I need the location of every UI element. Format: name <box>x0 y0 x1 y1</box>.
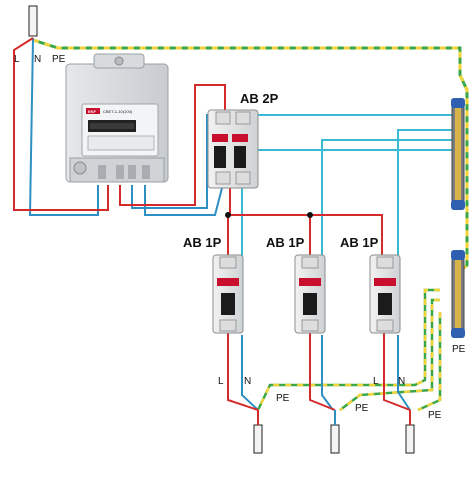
out1-pe-label: PE <box>276 393 290 404</box>
phase-wires <box>13 37 411 411</box>
outlet-cable-2 <box>330 424 340 454</box>
branch-breaker-1-label: AB 1P <box>183 235 222 250</box>
out3-n-label: N <box>398 376 405 387</box>
feed-l-label: L <box>14 54 20 65</box>
meter-model: CBET-1-10(100) <box>103 109 133 114</box>
branch-breaker-1 <box>212 254 244 334</box>
branch-breaker-3 <box>369 254 401 334</box>
out1-l-label: L <box>218 376 224 387</box>
outlet-cable-3 <box>405 424 415 454</box>
feed-cable <box>28 5 38 37</box>
outlet-cable-1 <box>253 424 263 454</box>
main-breaker-label: AB 2P <box>240 91 279 106</box>
out3-pe-label: PE <box>428 410 442 421</box>
pe-wires <box>32 38 469 412</box>
branch-breaker-3-label: AB 1P <box>340 235 379 250</box>
meter-brand: EKF <box>88 109 97 114</box>
out2-pe-label: PE <box>355 403 369 414</box>
feed-n-label: N <box>34 54 41 65</box>
meter-brand-badge <box>86 108 100 114</box>
feed-pe-label: PE <box>52 54 66 65</box>
branch-breaker-2 <box>294 254 326 334</box>
main-breaker-2p <box>207 109 259 189</box>
junction-dot <box>225 212 231 218</box>
outlet-wires-to-cable <box>257 410 411 425</box>
branch-breaker-2-label: AB 1P <box>266 235 305 250</box>
junction-dots <box>225 212 313 218</box>
neutral-busbar <box>451 98 465 210</box>
electricity-meter: EKF CBET-1-10(100) <box>65 53 169 183</box>
junction-dot <box>307 212 313 218</box>
out1-n-label: N <box>244 376 251 387</box>
pe-busbar <box>451 250 465 338</box>
pe-bus-label: PE <box>452 344 466 355</box>
out3-l-label: L <box>373 376 379 387</box>
